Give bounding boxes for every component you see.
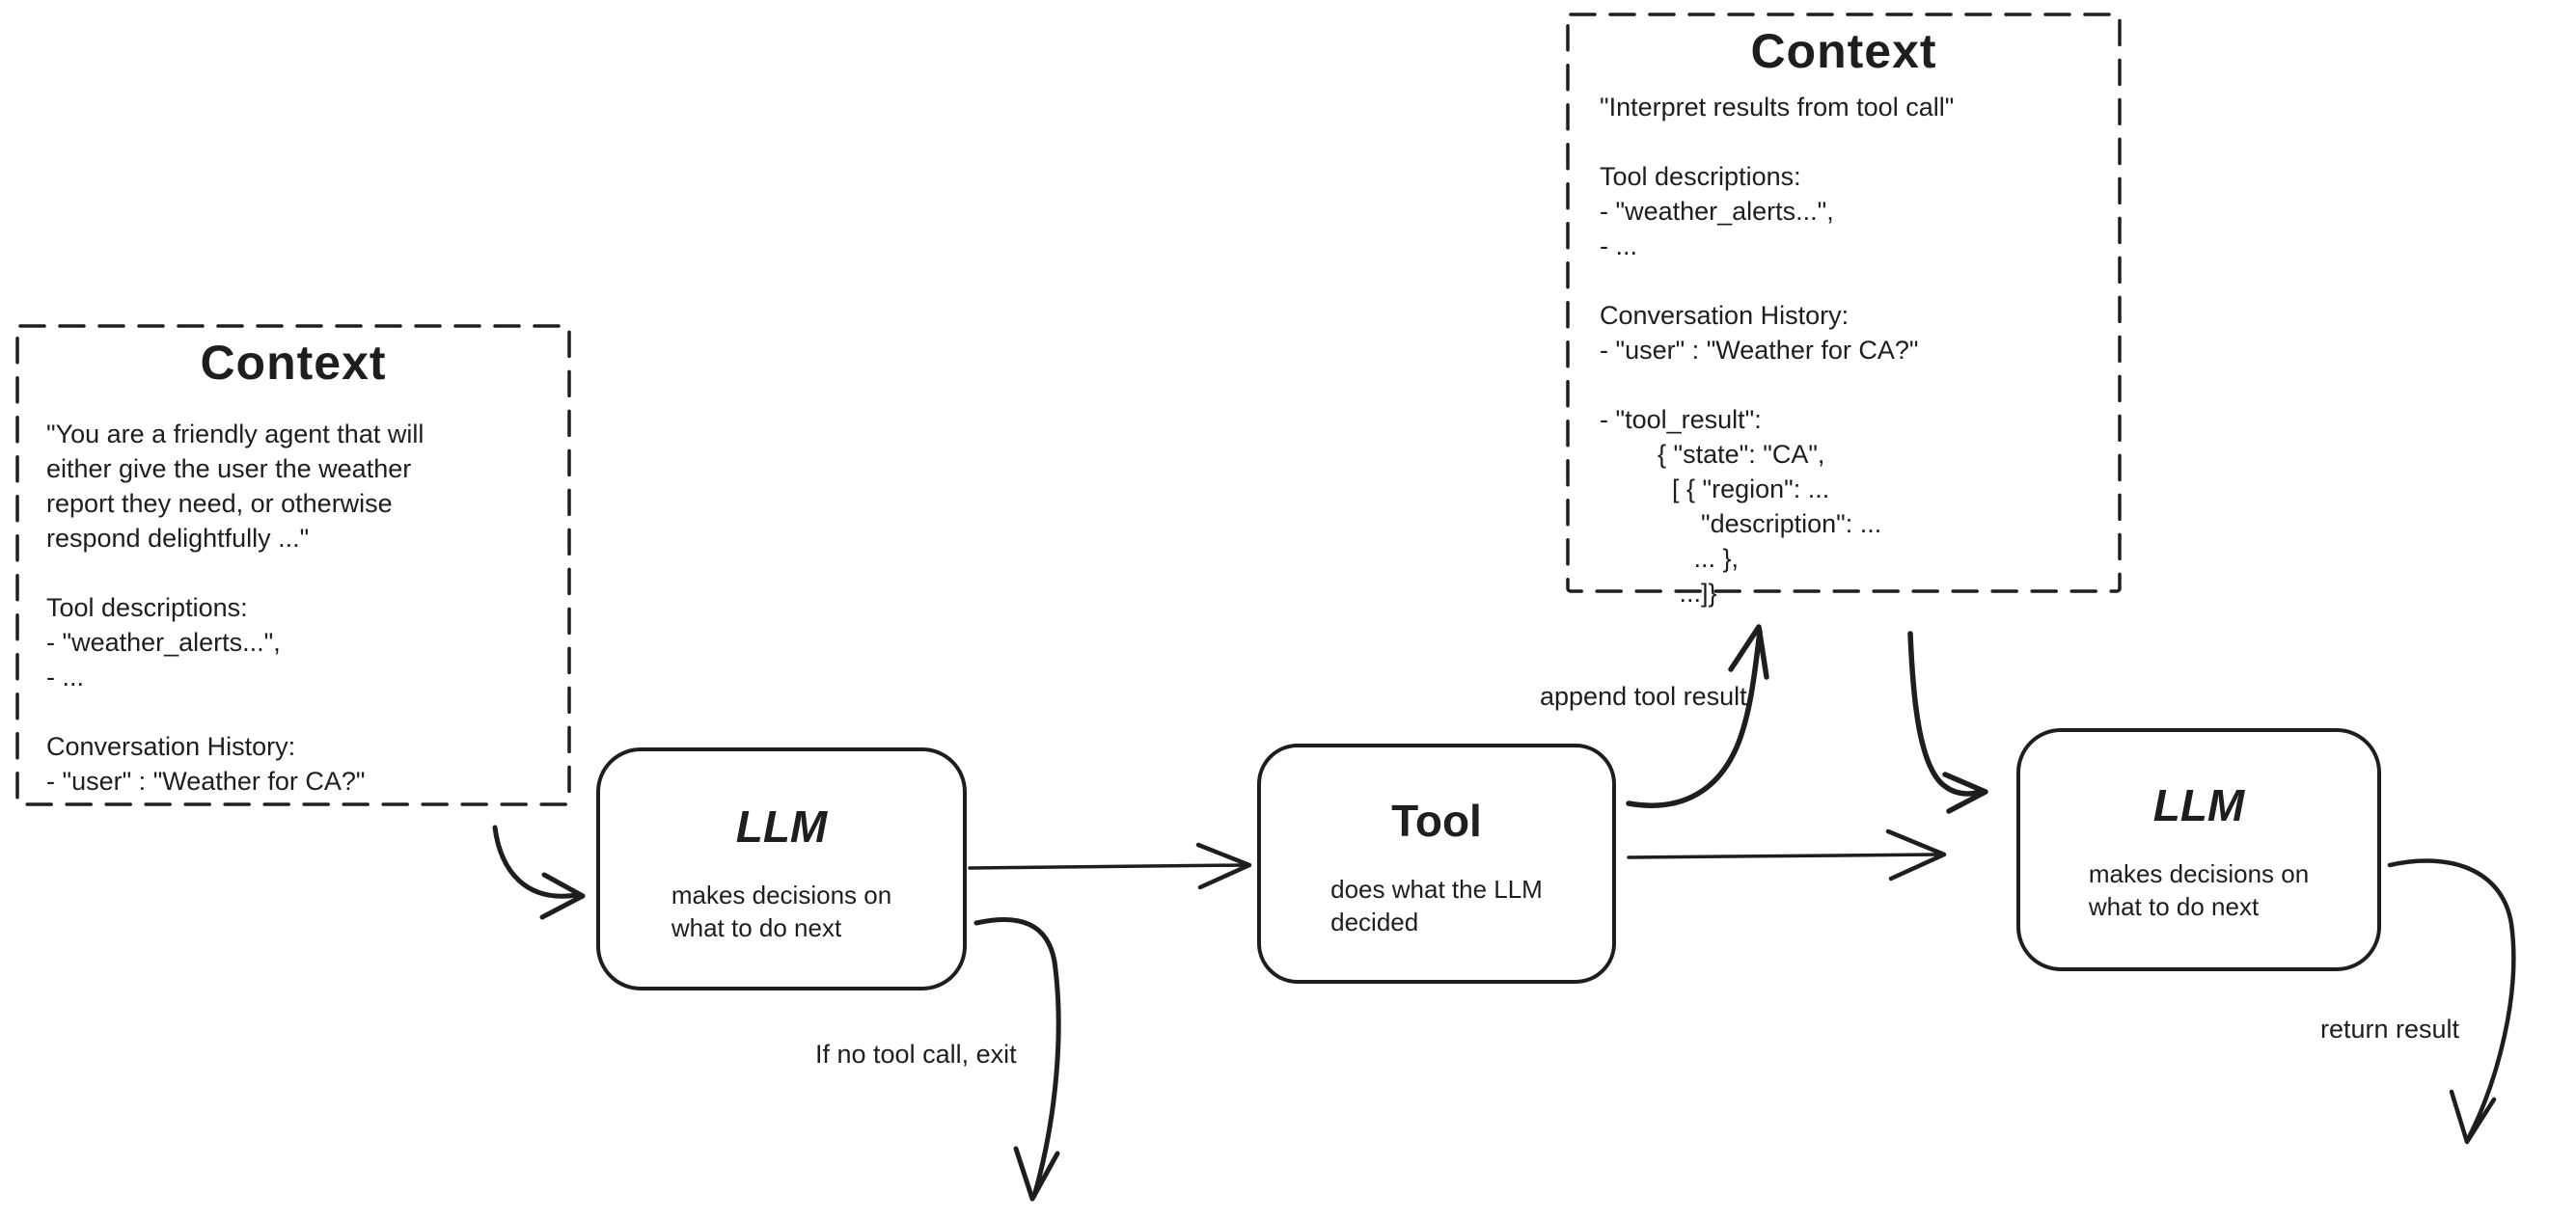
arrow-llm2-return	[2387, 858, 2516, 1145]
label-return-result: return result	[2320, 1015, 2460, 1044]
tool-box: Tool does what the LLM decided	[1257, 744, 1616, 984]
llm-second-description: makes decisions on what to do next	[2088, 859, 2310, 921]
context-right-border	[1566, 13, 2122, 593]
arrow-llm1-to-tool	[968, 842, 1252, 890]
context-left-title: Context	[200, 336, 387, 390]
arrow-context-to-llm1	[492, 825, 586, 920]
tool-description: does what the LLM decided	[1330, 875, 1543, 936]
arrow-tool-to-context-right	[1626, 624, 1769, 808]
context-right-title: Context	[1750, 24, 1937, 78]
arrow-llm1-exit	[973, 917, 1061, 1202]
context-right-content: "Interpret results from tool call" Tool …	[1600, 93, 1955, 608]
llm-first-title: LLM	[735, 801, 828, 852]
context-left-box: Context "You are a friendly agent that w…	[17, 326, 569, 804]
arrow-context-right-to-llm2	[1907, 631, 1988, 814]
llm-second-box: LLM makes decisions on what to do next	[2016, 728, 2381, 971]
llm-first-box: LLM makes decisions on what to do next	[596, 747, 967, 990]
tool-title: Tool	[1391, 796, 1482, 846]
context-left-content: "You are a friendly agent that will eith…	[46, 420, 425, 796]
llm-first-description: makes decisions on what to do next	[671, 881, 892, 942]
label-if-no-tool-call-exit: If no tool call, exit	[815, 1040, 1017, 1069]
label-append-tool-result: append tool result	[1540, 682, 1747, 711]
context-right-box: Context "Interpret results from tool cal…	[1568, 14, 2120, 608]
arrow-tool-to-llm2	[1627, 828, 1947, 882]
llm-second-title: LLM	[2152, 780, 2245, 830]
